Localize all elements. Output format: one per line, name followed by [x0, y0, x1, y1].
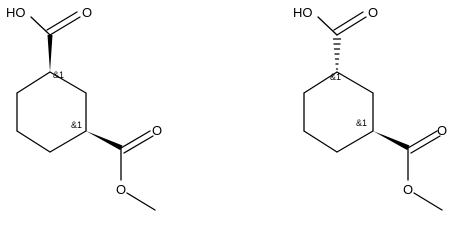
hydroxyl-label: HO — [293, 5, 313, 20]
double-bond — [410, 135, 441, 154]
ring-bond — [303, 71, 338, 94]
ring-bond — [49, 130, 87, 153]
stereo-label: &1 — [356, 118, 367, 128]
structure-canvas: HO O O O &1 &1 — [6, 5, 447, 211]
carbonyl-oxygen-label: O — [368, 5, 378, 20]
carbonyl-oxygen-label: O — [82, 5, 92, 20]
hydroxyl-label: HO — [6, 5, 26, 20]
structure-diagram: HO O O O &1 &1 — [6, 5, 447, 211]
double-bond — [333, 11, 364, 31]
stereo-label: &1 — [53, 70, 64, 80]
ester-carbonyl-oxygen-label: O — [152, 123, 162, 138]
ring-bond — [336, 130, 374, 153]
single-bond — [30, 16, 51, 36]
double-bond — [407, 130, 438, 149]
right-molecule: HO O O O &1 &1 — [293, 5, 447, 211]
ring-bond — [16, 71, 51, 94]
single-bond — [126, 192, 156, 211]
double-bond — [49, 16, 81, 36]
ring-bond — [49, 71, 87, 94]
stereo-label: &1 — [71, 120, 82, 130]
wedge-bond — [86, 131, 123, 150]
wedge-bond — [373, 131, 410, 150]
ester-carbonyl-oxygen-label: O — [437, 123, 447, 138]
single-bond — [317, 16, 338, 36]
double-bond — [123, 135, 154, 154]
ring-bond — [303, 130, 338, 153]
double-bond — [120, 130, 151, 149]
left-molecule: HO O O O &1 &1 — [6, 5, 162, 211]
double-bond — [46, 11, 78, 31]
single-bond — [413, 192, 443, 211]
stereo-label: &1 — [330, 72, 341, 82]
ester-oxygen-label: O — [403, 182, 413, 197]
ring-bond — [16, 130, 51, 153]
double-bond — [336, 16, 367, 36]
hash-bond — [332, 38, 342, 70]
ester-oxygen-label: O — [116, 182, 126, 197]
ring-bond — [336, 71, 374, 94]
wedge-bond — [47, 35, 53, 72]
